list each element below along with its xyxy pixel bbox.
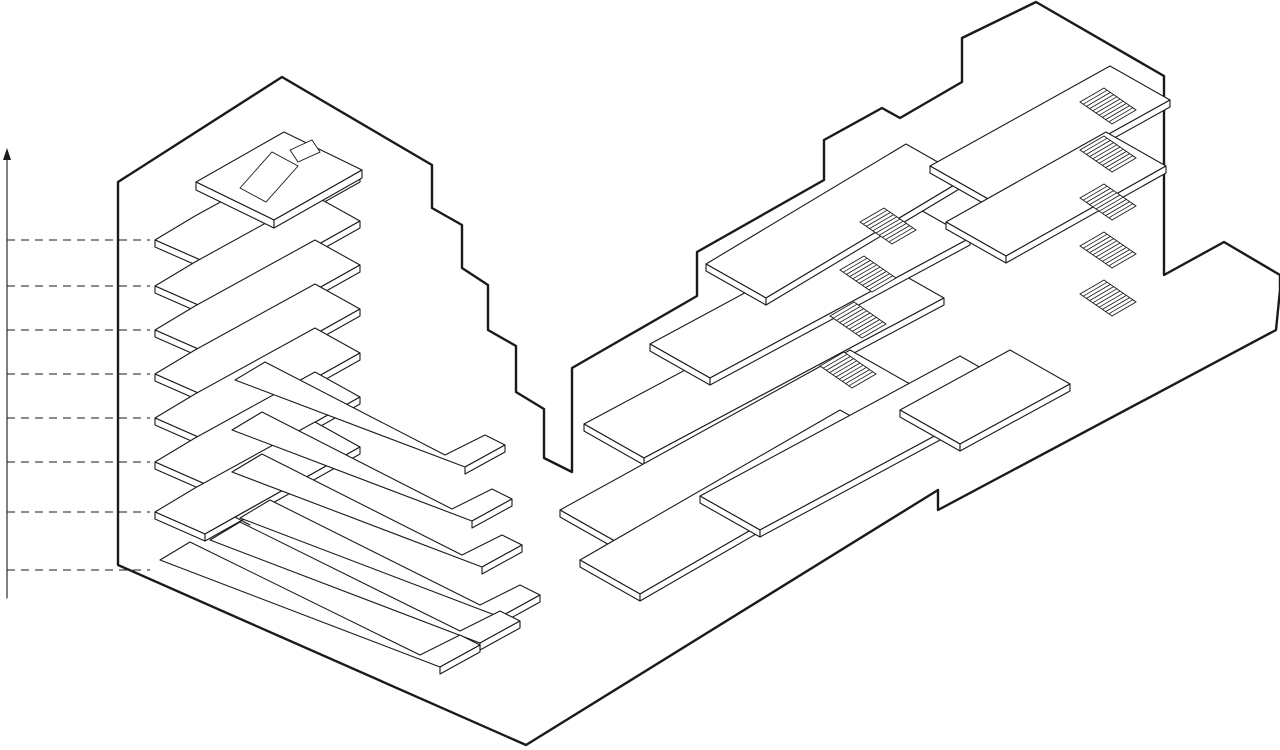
right-wing-slab (899, 349, 1071, 452)
staircase (1079, 87, 1137, 125)
roof-stair (195, 131, 363, 229)
long-slab (231, 411, 513, 529)
level-markers (7, 239, 150, 571)
elevation-arrow (3, 148, 11, 599)
arrowhead-icon (3, 148, 11, 160)
staircase (1079, 231, 1137, 269)
stair-elements (819, 87, 1137, 389)
long-slab (159, 541, 481, 675)
long-slab (231, 453, 523, 575)
staircase (829, 301, 887, 339)
staircase (1079, 183, 1137, 221)
staircase (819, 351, 877, 389)
staircase (1079, 279, 1137, 317)
long-wing-slabs (159, 361, 541, 675)
staircase (1079, 135, 1137, 173)
long-slab (209, 521, 521, 651)
building-outline (116, 0, 1280, 747)
long-slab (234, 361, 506, 475)
staircase (859, 207, 917, 245)
staircase (839, 255, 897, 293)
